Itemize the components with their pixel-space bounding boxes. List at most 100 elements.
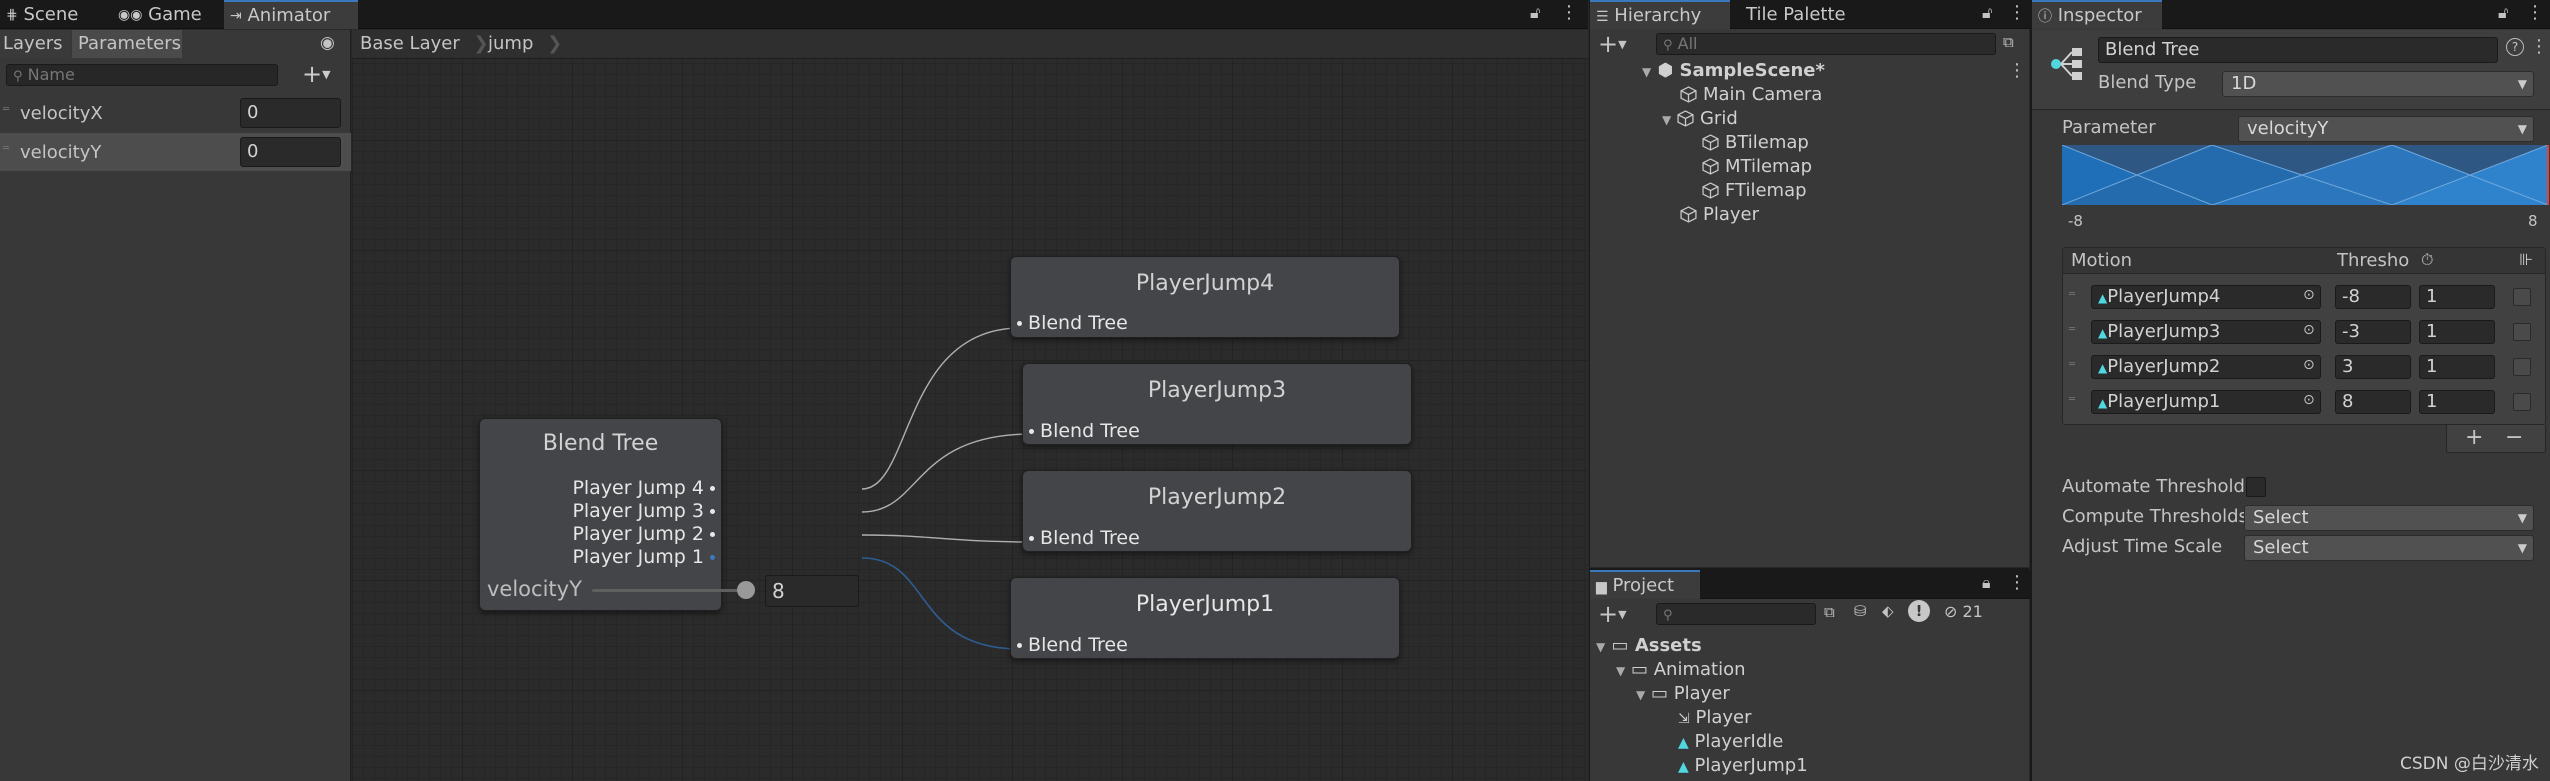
- create-button[interactable]: +▼: [1598, 600, 1627, 628]
- expand-triangle-icon[interactable]: ▼: [1596, 640, 1606, 654]
- kebab-menu-icon[interactable]: ⋮: [2526, 2, 2544, 23]
- tab-tile-palette[interactable]: Tile Palette: [1740, 0, 1880, 29]
- threshold-input[interactable]: 8: [2335, 390, 2411, 414]
- motion-node[interactable]: PlayerJump2 Blend Tree: [1022, 470, 1412, 552]
- hidden-packages-icon[interactable]: ⊘ 21: [1944, 602, 1983, 621]
- filter-by-label-icon[interactable]: ⬖: [1882, 602, 1894, 620]
- hierarchy-item[interactable]: Player: [1680, 204, 1759, 225]
- expand-triangle-icon[interactable]: ▼: [1636, 688, 1646, 702]
- tab-inspector[interactable]: ⓘ Inspector: [2032, 0, 2162, 29]
- filter-by-type-icon[interactable]: ⛁: [1854, 602, 1867, 620]
- mirror-checkbox[interactable]: [2513, 393, 2531, 411]
- settings-menu-icon[interactable]: ⋮: [2530, 36, 2548, 57]
- tab-game[interactable]: ◉◉ Game: [112, 0, 222, 29]
- search-options-icon[interactable]: ⧉: [2003, 33, 2014, 51]
- parameters-tab[interactable]: Parameters: [72, 30, 182, 58]
- blend-tree-node[interactable]: Blend Tree Player Jump 4 Player Jump 3 P…: [479, 418, 859, 611]
- blend-value-input[interactable]: 8: [765, 575, 859, 607]
- motion-object-field[interactable]: ▲PlayerJump3: [2091, 320, 2321, 344]
- mirror-checkbox[interactable]: [2513, 288, 2531, 306]
- project-item[interactable]: ▼ ▭ Animation: [1616, 659, 1746, 680]
- threshold-input[interactable]: -3: [2335, 320, 2411, 344]
- blend-tree-port[interactable]: Player Jump 2: [572, 523, 715, 545]
- hierarchy-item[interactable]: Main Camera: [1680, 84, 1822, 105]
- search-options-icon[interactable]: ⧉: [1824, 603, 1835, 621]
- object-picker-icon[interactable]: ⊙: [2303, 357, 2315, 373]
- blend-tree-port[interactable]: Player Jump 4: [572, 477, 715, 499]
- adjust-time-scale-dropdown[interactable]: Select ▼: [2244, 535, 2534, 561]
- compute-thresholds-dropdown[interactable]: Select ▼: [2244, 505, 2534, 531]
- lock-icon[interactable]: 🔓︎: [1982, 3, 1993, 22]
- layers-tab[interactable]: Layers: [0, 30, 70, 58]
- parameter-dropdown[interactable]: velocityY ▼: [2238, 116, 2534, 142]
- parameter-value-input[interactable]: 0: [240, 137, 341, 167]
- parameter-row[interactable]: ═ velocityY 0: [0, 133, 351, 171]
- parameter-value-input[interactable]: 0: [240, 98, 341, 128]
- hierarchy-item[interactable]: MTilemap: [1702, 156, 1812, 177]
- threshold-input[interactable]: 3: [2335, 355, 2411, 379]
- kebab-menu-icon[interactable]: ⋮: [2008, 2, 2026, 23]
- create-button[interactable]: +▼: [1598, 30, 1627, 58]
- parameter-row[interactable]: ═ velocityX 0: [0, 94, 351, 132]
- motion-node[interactable]: PlayerJump4 Blend Tree: [1010, 256, 1400, 338]
- visibility-eye-icon[interactable]: ◉: [320, 33, 335, 53]
- drag-handle-icon[interactable]: ═: [2069, 359, 2076, 370]
- time-scale-input[interactable]: 1: [2419, 285, 2495, 309]
- lock-icon[interactable]: 🔒︎: [1982, 573, 1991, 592]
- object-picker-icon[interactable]: ⊙: [2303, 392, 2315, 408]
- project-item[interactable]: ▼ ▭ Player: [1636, 683, 1730, 704]
- lock-icon[interactable]: 🔓︎: [2498, 3, 2509, 22]
- motion-object-field[interactable]: ▲PlayerJump2: [2091, 355, 2321, 379]
- mirror-checkbox[interactable]: [2513, 358, 2531, 376]
- hierarchy-item[interactable]: ▼ Grid: [1662, 108, 1738, 129]
- parameter-search-input[interactable]: ⚲ Name: [6, 64, 278, 86]
- motion-input-port[interactable]: Blend Tree: [1029, 420, 1140, 442]
- project-item[interactable]: ⇲ Player: [1678, 707, 1751, 728]
- remove-motion-button[interactable]: −: [2505, 425, 2524, 450]
- blend-tree-port[interactable]: Player Jump 3: [572, 500, 715, 522]
- kebab-menu-icon[interactable]: ⋮: [2008, 60, 2026, 81]
- blend-weight-graph[interactable]: [2062, 145, 2550, 205]
- motion-row[interactable]: ═ ▲PlayerJump1 ⊙ 8 1: [2063, 387, 2545, 417]
- hierarchy-item[interactable]: FTilemap: [1702, 180, 1807, 201]
- motion-node[interactable]: PlayerJump1 Blend Tree: [1010, 577, 1400, 659]
- drag-handle-icon[interactable]: ═: [3, 143, 10, 154]
- drag-handle-icon[interactable]: ═: [2069, 289, 2076, 300]
- motion-row[interactable]: ═ ▲PlayerJump3 ⊙ -3 1: [2063, 317, 2545, 347]
- add-motion-button[interactable]: +: [2465, 425, 2484, 450]
- object-name-input[interactable]: Blend Tree: [2098, 37, 2498, 63]
- drag-handle-icon[interactable]: ═: [2069, 324, 2076, 335]
- motion-object-field[interactable]: ▲PlayerJump1: [2091, 390, 2321, 414]
- breadcrumb-jump[interactable]: jump ❯: [488, 33, 562, 54]
- project-item-assets[interactable]: ▼ ▭ Assets: [1596, 635, 1702, 656]
- blend-tree-port[interactable]: Player Jump 1: [572, 546, 715, 568]
- hierarchy-search-input[interactable]: ⚲ All: [1656, 33, 1996, 55]
- drag-handle-icon[interactable]: ═: [2069, 394, 2076, 405]
- animator-graph[interactable]: Base Layer ❯ jump ❯ Blend Tree Player Ju…: [352, 30, 1588, 781]
- motion-node[interactable]: PlayerJump3 Blend Tree: [1022, 363, 1412, 445]
- motion-input-port[interactable]: Blend Tree: [1017, 634, 1128, 656]
- blend-slider-thumb[interactable]: [737, 581, 755, 599]
- expand-triangle-icon[interactable]: ▼: [1662, 113, 1672, 127]
- breadcrumb-base-layer[interactable]: Base Layer ❯: [360, 33, 507, 54]
- motion-input-port[interactable]: Blend Tree: [1017, 312, 1128, 334]
- time-scale-input[interactable]: 1: [2419, 320, 2495, 344]
- motion-input-port[interactable]: Blend Tree: [1029, 527, 1140, 549]
- blend-type-dropdown[interactable]: 1D ▼: [2222, 71, 2534, 97]
- drag-handle-icon[interactable]: ═: [3, 104, 10, 115]
- hierarchy-item[interactable]: BTilemap: [1702, 132, 1809, 153]
- kebab-menu-icon[interactable]: ⋮: [2008, 572, 2026, 593]
- automate-threshold-checkbox[interactable]: [2246, 477, 2266, 497]
- project-search-input[interactable]: ⚲: [1656, 603, 1816, 625]
- help-icon[interactable]: ?: [2506, 38, 2524, 56]
- motion-row[interactable]: ═ ▲PlayerJump2 ⊙ 3 1: [2063, 352, 2545, 382]
- motion-object-field[interactable]: ▲PlayerJump4: [2091, 285, 2321, 309]
- time-scale-input[interactable]: 1: [2419, 390, 2495, 414]
- project-item[interactable]: ▲ PlayerJump1: [1678, 755, 1808, 776]
- time-scale-input[interactable]: 1: [2419, 355, 2495, 379]
- tab-hierarchy[interactable]: ☰ Hierarchy: [1590, 0, 1730, 29]
- expand-triangle-icon[interactable]: ▼: [1616, 664, 1626, 678]
- tab-scene[interactable]: ⋕ Scene: [0, 0, 110, 29]
- blend-slider-track[interactable]: [592, 589, 748, 592]
- mirror-checkbox[interactable]: [2513, 323, 2531, 341]
